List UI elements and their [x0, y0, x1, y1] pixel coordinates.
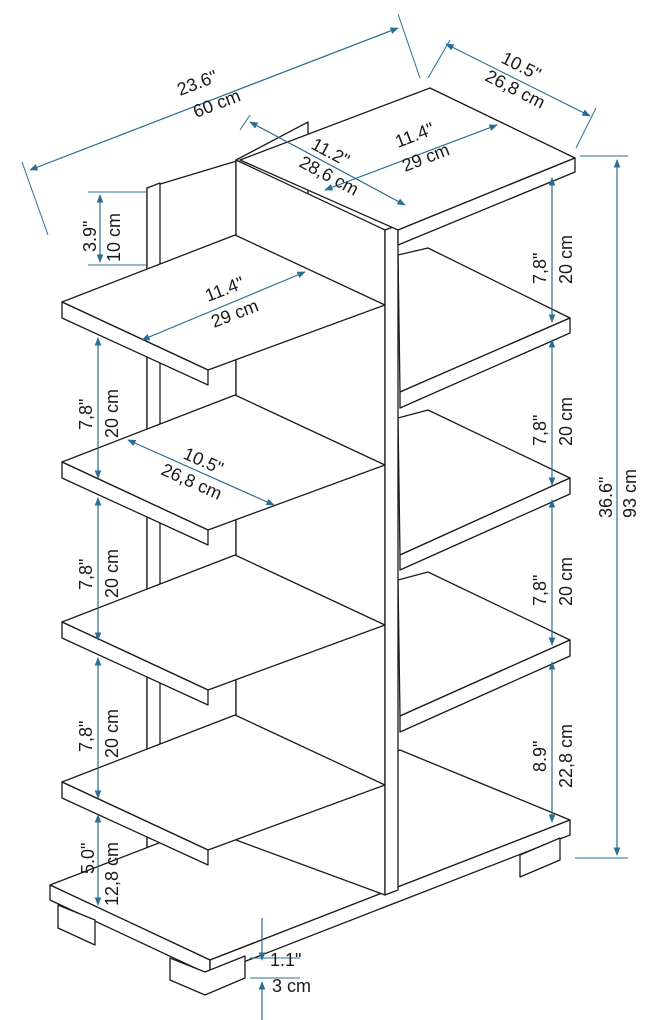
- left-spacing-2-cm: 20 cm: [102, 549, 122, 598]
- shelf-unit: [49, 87, 576, 996]
- leg-back-right: [519, 837, 561, 878]
- left-spacing-3-cm: 20 cm: [102, 709, 122, 758]
- bottom-gap-in: 5.0": [78, 843, 98, 874]
- side-top-gap-cm: 10 cm: [104, 213, 124, 262]
- leg-height-cm: 3 cm: [272, 976, 311, 996]
- center-panel-front: [384, 224, 399, 896]
- right-spacing-2-in: 7,8": [530, 415, 550, 446]
- right-spacing-2-cm: 20 cm: [556, 397, 576, 446]
- dimension-lines: [21, 13, 628, 1020]
- leg-front-left: [57, 904, 96, 946]
- bottom-gap-cm: 12,8 cm: [102, 842, 122, 906]
- side-top-gap-in: 3.9": [80, 221, 100, 252]
- leg-height-in: 1.1": [270, 950, 301, 970]
- right-bottom-spacing-cm: 22,8 cm: [556, 724, 576, 788]
- right-spacing-1-in: 7,8": [530, 253, 550, 284]
- left-spacing-2-in: 7,8": [76, 559, 96, 590]
- right-spacing-3-cm: 20 cm: [556, 557, 576, 606]
- left-spacing-1-cm: 20 cm: [102, 389, 122, 438]
- left-spacing-3-in: 7,8": [76, 721, 96, 752]
- right-spacing-3-in: 7,8": [530, 575, 550, 606]
- right-bottom-spacing-in: 8.9": [530, 741, 550, 772]
- right-spacing-1-cm: 20 cm: [556, 235, 576, 284]
- right-shelves: [397, 247, 571, 733]
- total-height-in: 36.6": [596, 477, 616, 518]
- total-height-cm: 93 cm: [620, 469, 640, 518]
- leg-front-right: [169, 955, 246, 996]
- left-spacing-1-in: 7,8": [76, 399, 96, 430]
